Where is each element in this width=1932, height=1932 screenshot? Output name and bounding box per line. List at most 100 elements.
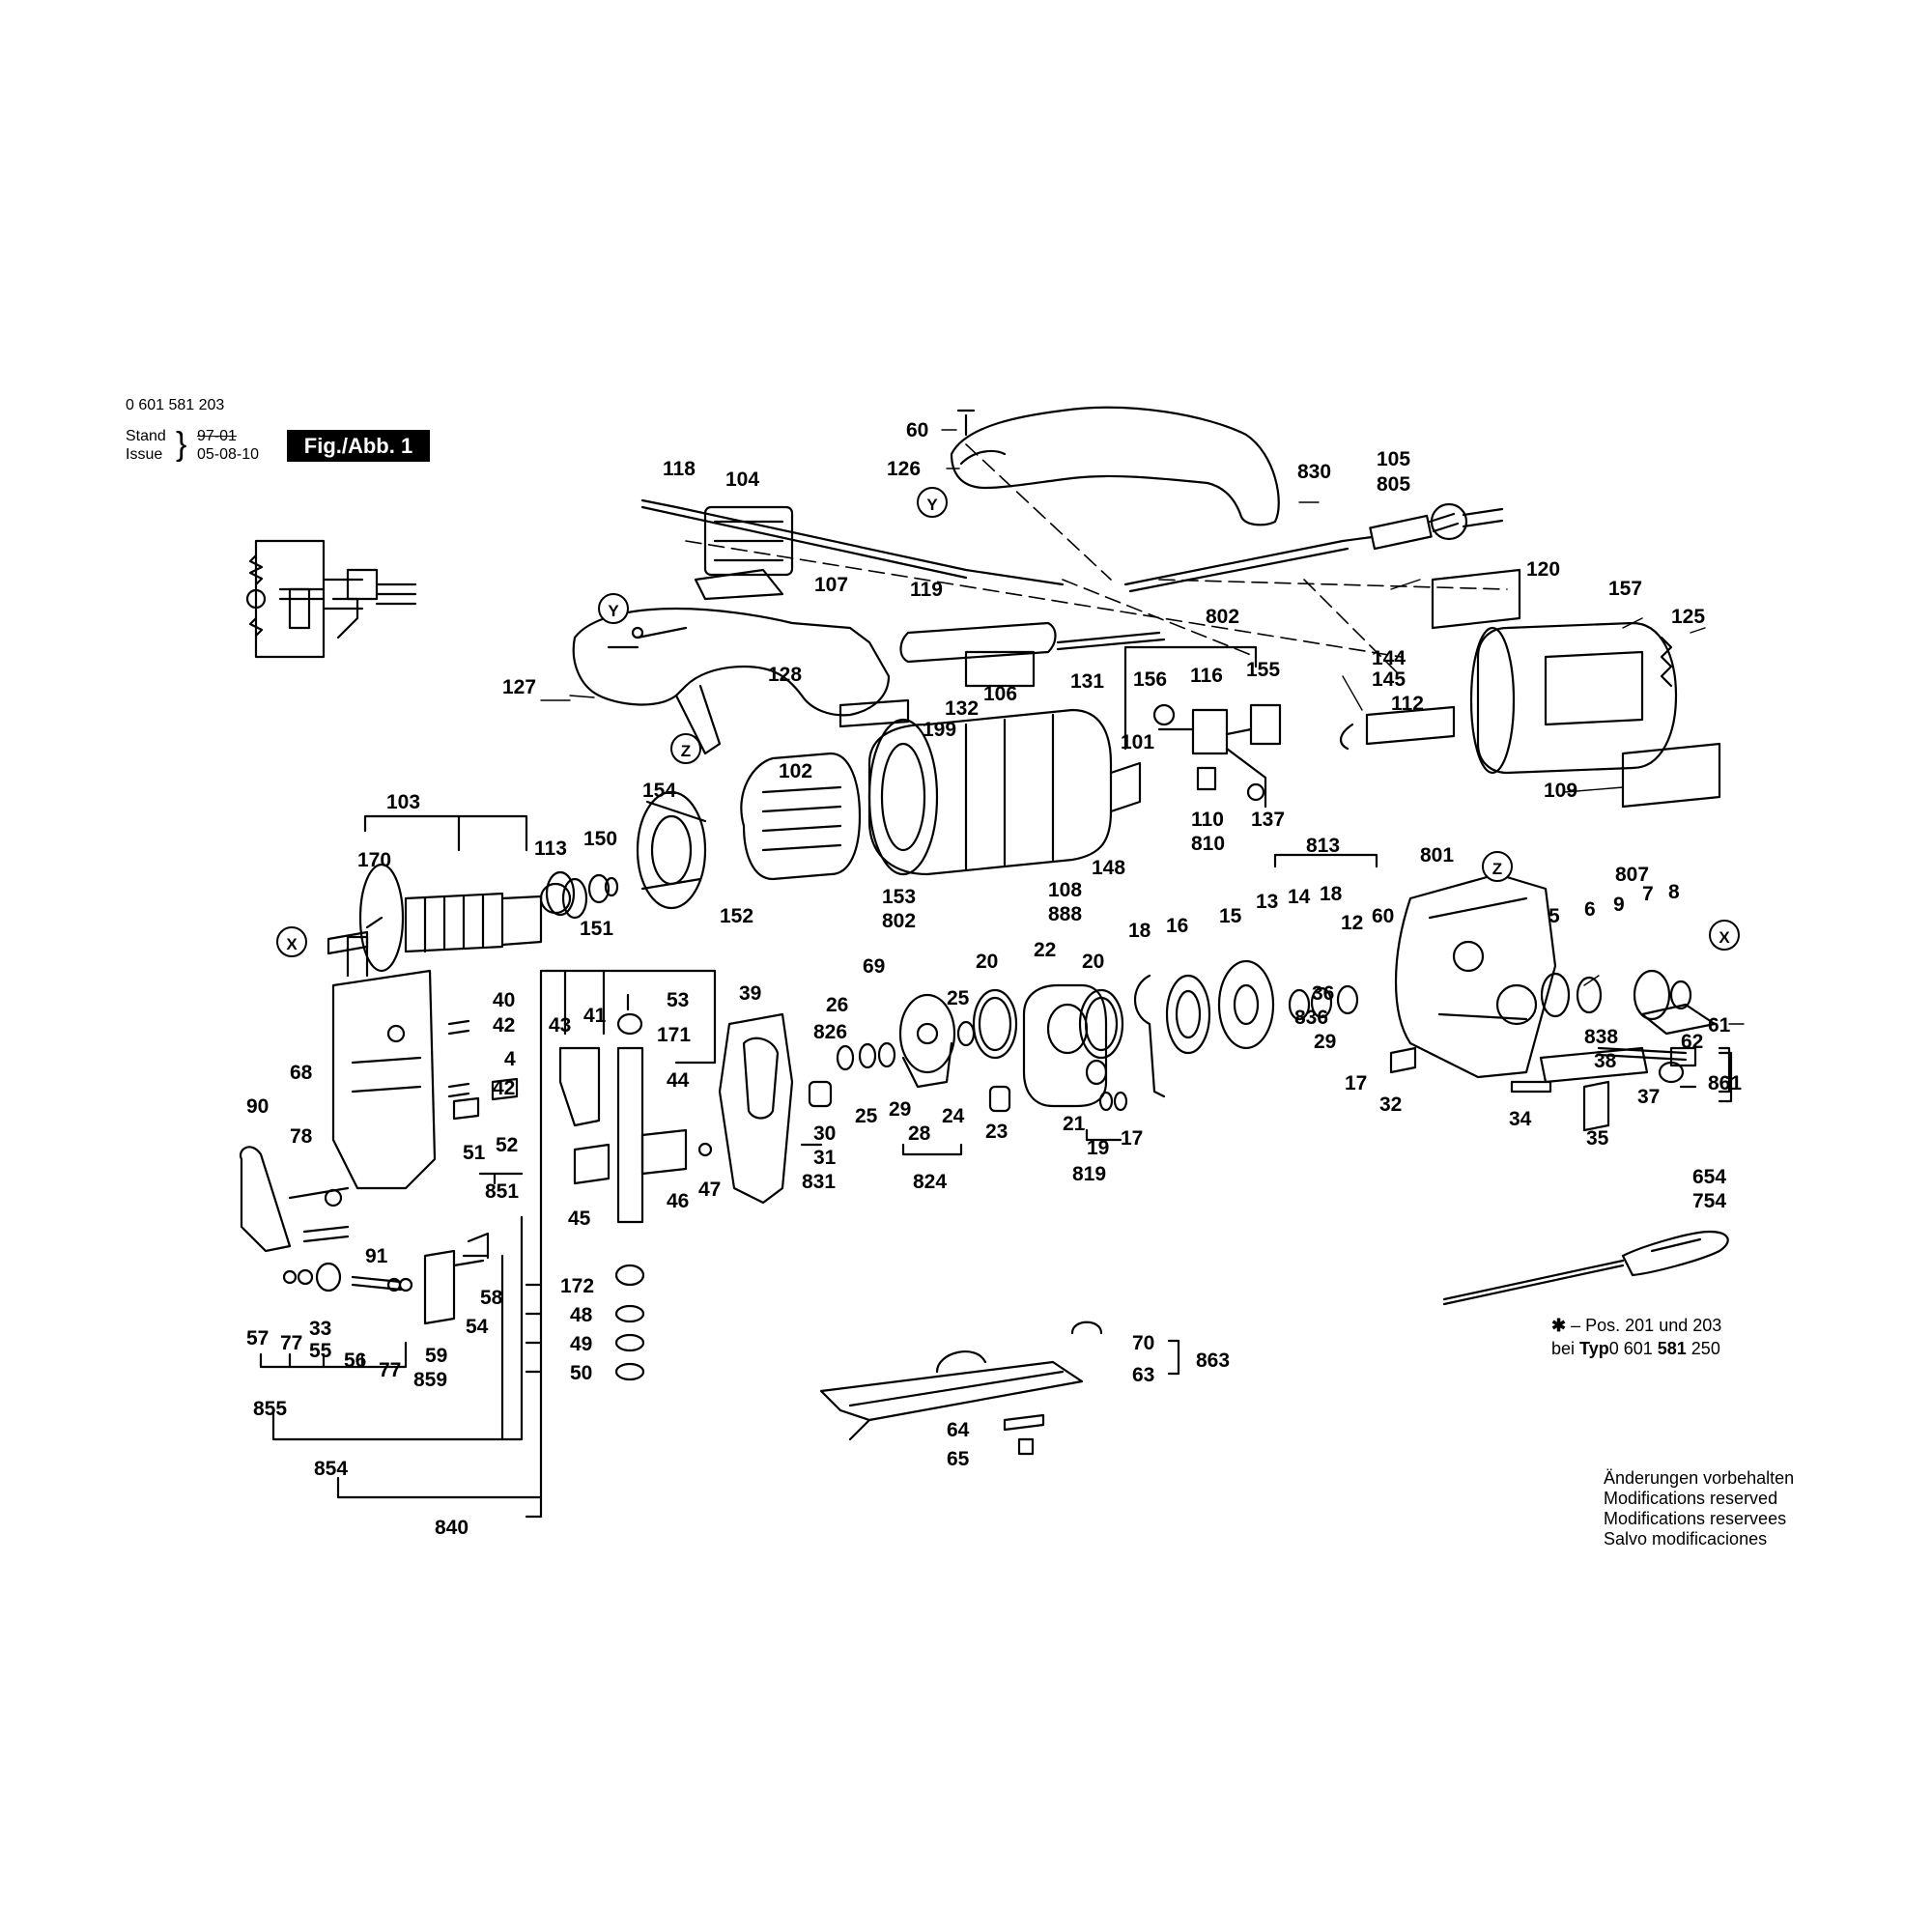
bushing-30 (808, 1080, 833, 1108)
part-36: 36 (1312, 982, 1334, 1005)
part-116: 116 (1190, 665, 1223, 687)
part-861: 861 (1708, 1072, 1742, 1094)
part-125: 125 (1671, 606, 1705, 628)
part-855: 855 (253, 1398, 287, 1420)
footnote-code-c: 250 (1686, 1339, 1720, 1358)
part-48: 48 (570, 1304, 593, 1326)
part-63: 63 (1132, 1364, 1154, 1386)
plate-39 (718, 1012, 794, 1205)
part-801: 801 (1420, 844, 1454, 867)
seal-20-b (1078, 988, 1124, 1060)
part-78: 78 (290, 1125, 313, 1148)
bracket-854 (271, 1215, 524, 1441)
modifications-es: Salvo modificaciones (1604, 1529, 1768, 1548)
bracket-813 (1273, 853, 1378, 868)
svg-text:Y: Y (608, 602, 619, 620)
part-153: 153 (882, 886, 916, 908)
part-19: 19 (1087, 1137, 1109, 1159)
footnote-line-2: bei Typ0 601 581 250 (1551, 1339, 1720, 1359)
part-4: 4 (504, 1048, 516, 1070)
part-103: 103 (386, 791, 420, 813)
part-107: 107 (814, 574, 848, 596)
issue-date: 05-08-10 (197, 446, 260, 463)
part-55: 55 (309, 1340, 332, 1362)
bearing-807 (1540, 969, 1692, 1021)
part-45: 45 (568, 1208, 591, 1230)
dashed-leaders (685, 443, 1508, 677)
part-144: 144 (1372, 647, 1406, 669)
part-54: 54 (466, 1316, 489, 1338)
part-77-right: 77 (379, 1359, 401, 1381)
part-854: 854 (314, 1458, 348, 1480)
footnote-dash-icon: – (1571, 1316, 1581, 1335)
part-859: 859 (413, 1369, 447, 1391)
power-cord (1123, 502, 1504, 593)
part-91: 91 (365, 1245, 388, 1267)
fan-154 (636, 790, 707, 910)
spring-18 (1134, 974, 1166, 1098)
roller-bracket-859 (423, 1232, 490, 1325)
part-113: 113 (534, 838, 567, 860)
part-137: 137 (1251, 809, 1285, 831)
footnote-prefix: bei (1551, 1339, 1580, 1358)
pads-851 (452, 1077, 519, 1121)
part-44: 44 (667, 1069, 690, 1092)
part-37: 37 (1637, 1086, 1660, 1108)
part-813: 813 (1306, 835, 1340, 857)
svg-text:Z: Z (1492, 860, 1502, 878)
part-69: 69 (863, 955, 885, 978)
part-132: 132 (945, 697, 979, 720)
part-17-right: 17 (1345, 1072, 1367, 1094)
part-65: 65 (947, 1448, 970, 1470)
part-17: 17 (1121, 1127, 1143, 1150)
label-109 (1621, 742, 1721, 809)
pin-32 (1389, 1046, 1417, 1074)
part-41: 41 (583, 1005, 607, 1027)
bracket-855 (259, 1341, 408, 1369)
part-127: 127 (502, 676, 536, 698)
part-8: 8 (1668, 881, 1680, 903)
part-26: 26 (826, 994, 848, 1016)
part-155: 155 (1246, 659, 1280, 681)
bracket-103 (363, 814, 528, 852)
part-22: 22 (1034, 939, 1056, 961)
part-43: 43 (549, 1014, 571, 1037)
part-62: 62 (1681, 1031, 1703, 1053)
part-32: 32 (1379, 1094, 1402, 1116)
bearing-113 (545, 870, 619, 917)
part-802-mid: 802 (882, 910, 916, 932)
bracket-840-a (525, 969, 717, 1519)
clamp-64 (1003, 1413, 1045, 1432)
marker-y-top: Y (917, 487, 948, 518)
part-102: 102 (779, 760, 812, 782)
part-830: 830 (1297, 461, 1331, 483)
part-29-right: 29 (1314, 1031, 1336, 1053)
part-5: 5 (1548, 905, 1560, 927)
part-131: 131 (1070, 670, 1104, 693)
part-120: 120 (1526, 558, 1560, 581)
screwdriver-754 (1442, 1230, 1729, 1306)
part-42-bottom: 42 (493, 1077, 515, 1099)
svg-text:Z: Z (681, 742, 691, 760)
stand-date: 97-01 (197, 428, 237, 444)
part-170: 170 (357, 849, 391, 871)
footnote-type-label: Typ (1579, 1339, 1609, 1358)
bracket-819 (1085, 1128, 1122, 1142)
part-863: 863 (1196, 1350, 1230, 1372)
base-plate-863 (819, 1321, 1103, 1441)
footnote-positions: Pos. 201 und 203 (1585, 1316, 1722, 1335)
part-810: 810 (1191, 833, 1225, 855)
gear-housing-78 (331, 935, 437, 1190)
stand-brace-icon: } (176, 426, 187, 463)
leader-lines (540, 429, 1745, 1025)
part-888: 888 (1048, 903, 1082, 925)
part-110: 110 (1191, 809, 1224, 831)
part-34: 34 (1509, 1108, 1532, 1130)
part-831: 831 (802, 1171, 836, 1193)
part-60-gear: 60 (1372, 905, 1394, 927)
footnote-line-1: ✱ – Pos. 201 und 203 (1551, 1316, 1721, 1336)
roller-855 (282, 1262, 413, 1293)
part-64: 64 (947, 1419, 970, 1441)
part-150: 150 (583, 828, 617, 850)
stand-label: Stand (126, 428, 166, 444)
